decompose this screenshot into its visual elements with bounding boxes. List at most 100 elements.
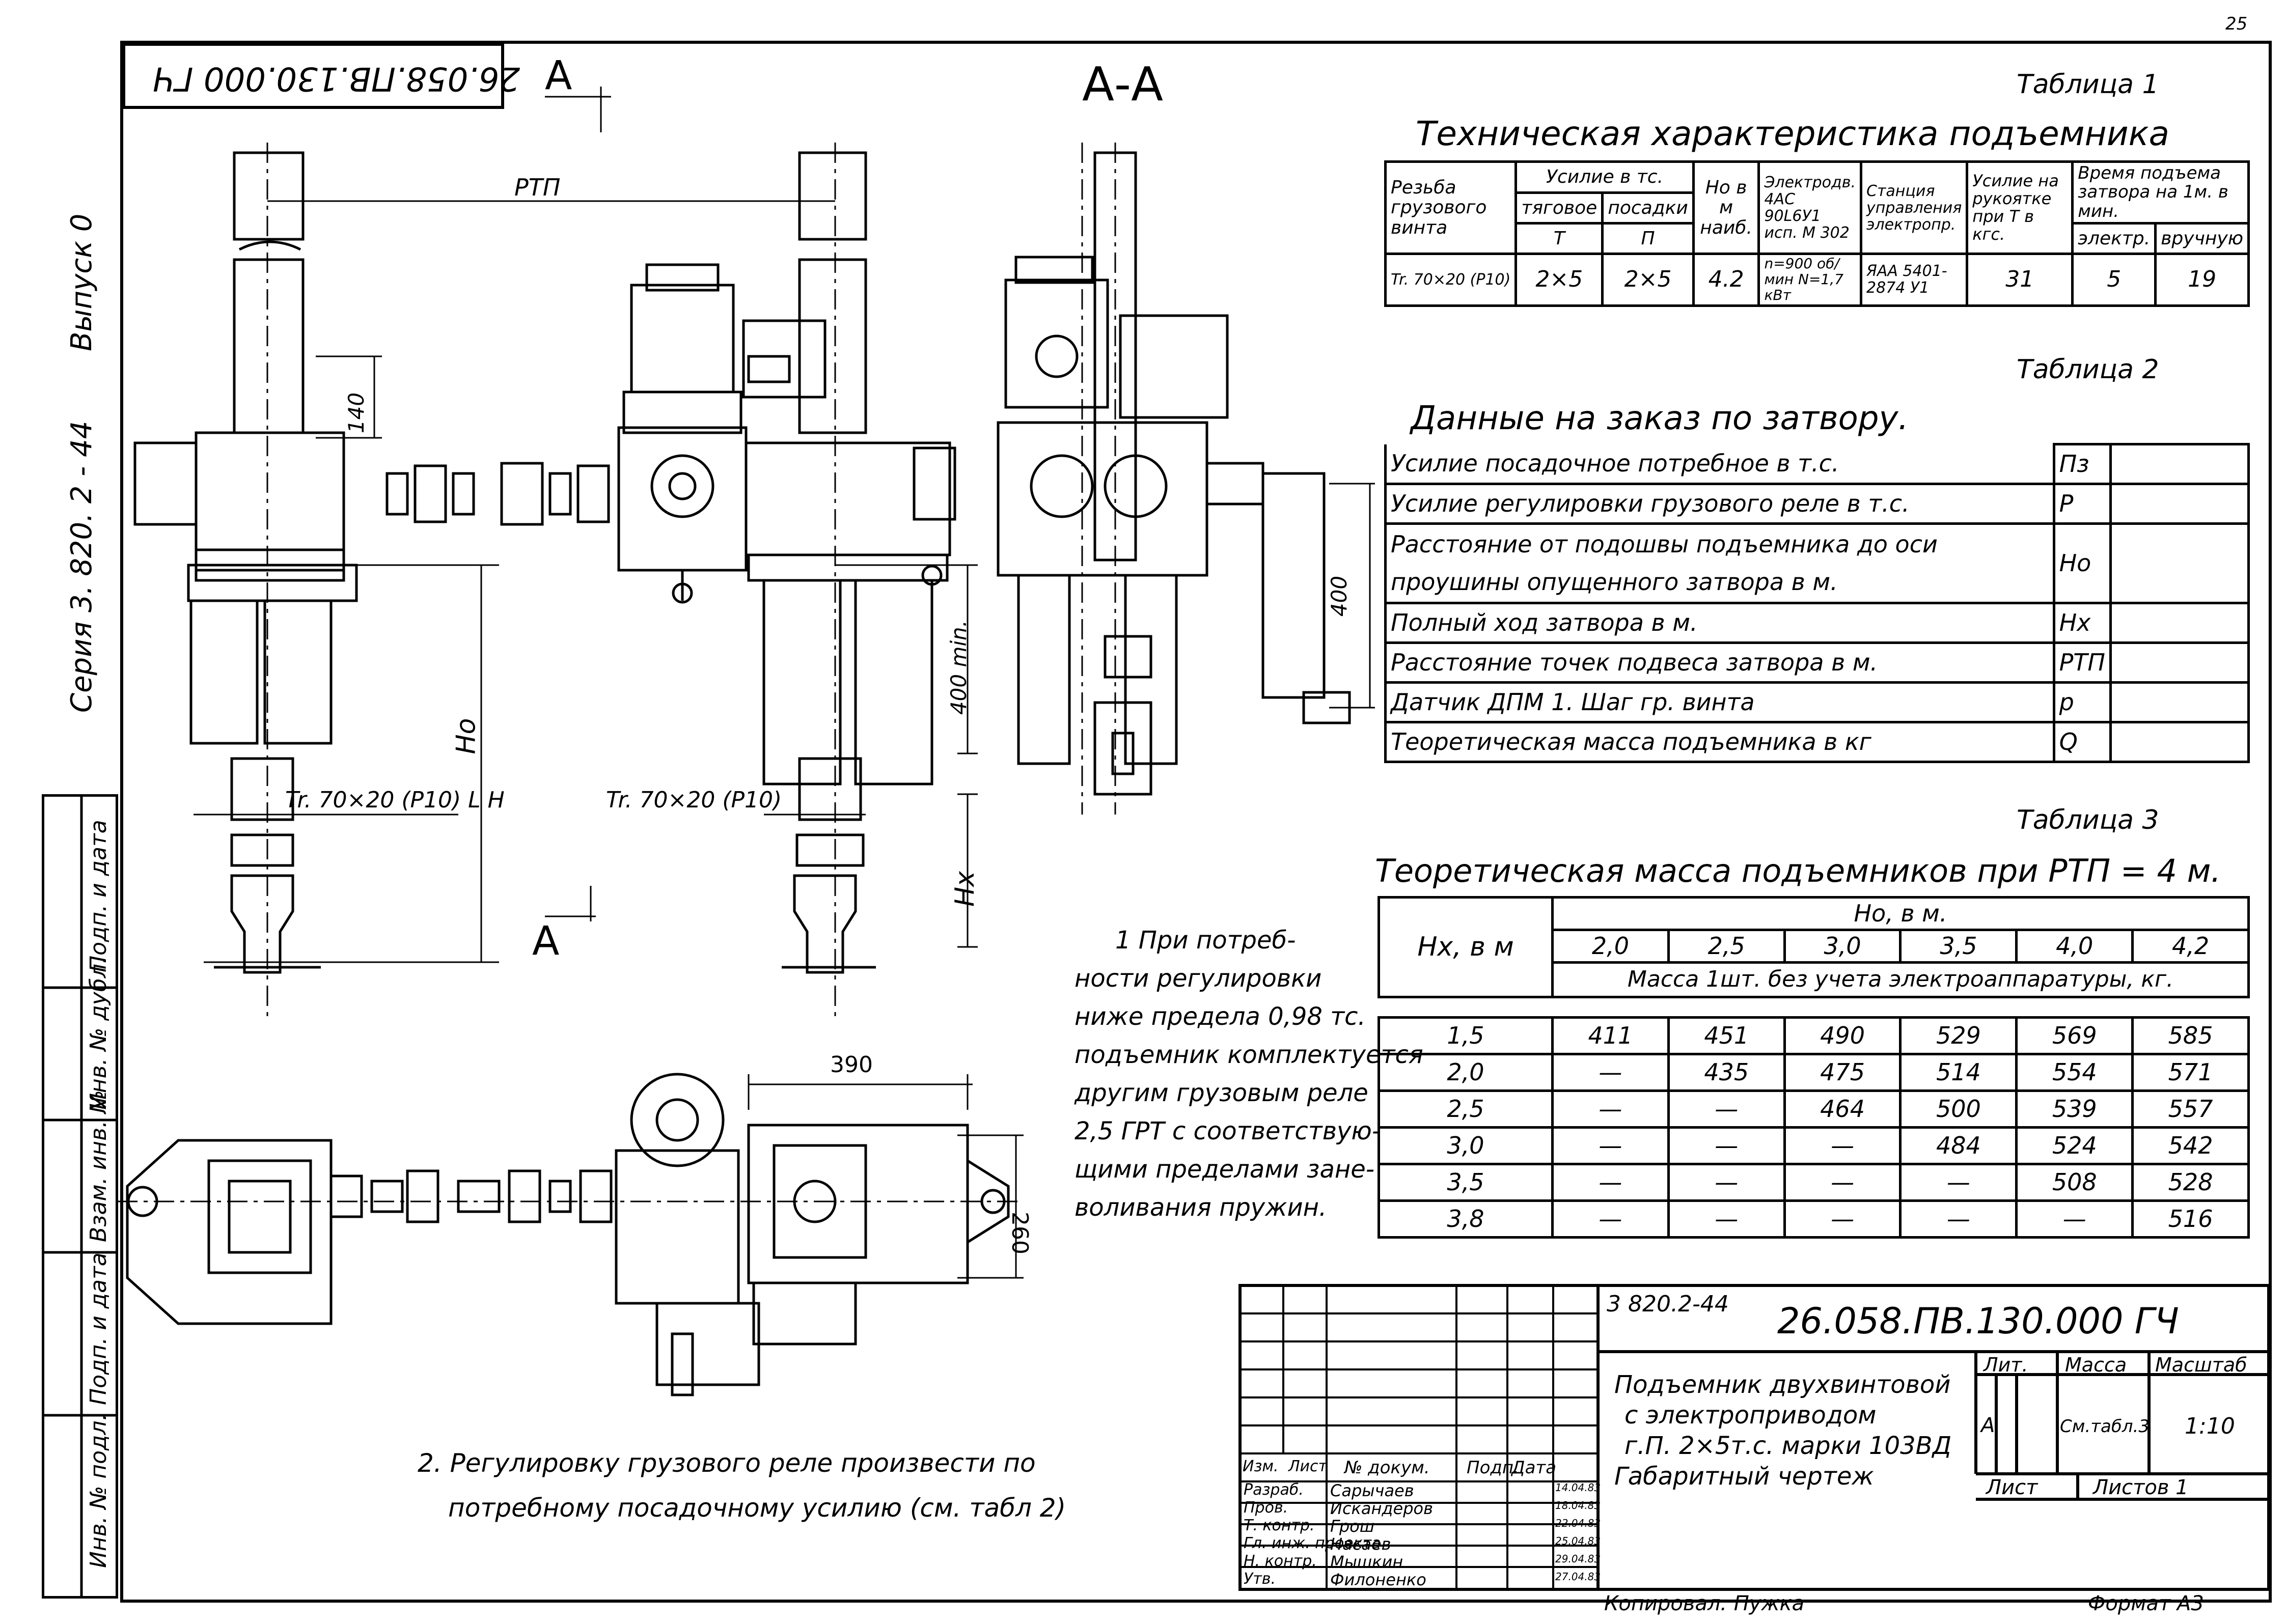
table2-title: Данные на заказ по затвору. <box>1411 400 1909 437</box>
t3-ho-col: 4,2 <box>2131 929 2250 964</box>
tb-col-list: Лист <box>1288 1458 1328 1475</box>
t2-row-value <box>2109 681 2250 724</box>
t3-mass-cell: — <box>1667 1126 1786 1165</box>
t1-time-hand: 19 <box>2154 253 2250 307</box>
t3-ho-col: 2,0 <box>1551 929 1670 964</box>
t2-row-sym: р <box>2052 681 2112 724</box>
tb-signer-name: Мышкин <box>1330 1552 1403 1572</box>
tb-signer-role: Утв. <box>1244 1570 1276 1588</box>
t3-hx-cell: 2,0 <box>1378 1053 1554 1092</box>
t3-mass-cell: — <box>1667 1163 1786 1202</box>
t1-time-el: 5 <box>2071 253 2157 307</box>
tb-signer-role: Н. контр. <box>1244 1552 1317 1570</box>
tb-signer-name: Грош <box>1330 1517 1374 1536</box>
t2-row-label: Усилие посадочное потребное в т.с. <box>1384 444 2055 485</box>
dim-390: 390 <box>830 1052 873 1078</box>
rotated-code-box <box>122 43 504 109</box>
table1: Резьба грузового винта Усилие в тс. Но в… <box>1384 160 2250 307</box>
t3-mass-cell: 411 <box>1551 1016 1670 1055</box>
tb-kopiroval: Копировал: Пужка <box>1604 1592 1805 1615</box>
note2: 2. Регулировку грузового реле произвести… <box>418 1441 1066 1530</box>
t2-row-sym: Р <box>2052 483 2112 525</box>
note1-line: ниже предела 0,98 тс. <box>1075 1002 1366 1031</box>
t3-mass-cell: 569 <box>2015 1016 2134 1055</box>
t3-mass-cell: — <box>1783 1163 1902 1202</box>
rtp-dim: РТП <box>514 174 561 201</box>
t1-h-posad: посадки <box>1601 191 1695 225</box>
tb-signer-date: 14.04.83 <box>1555 1481 1601 1494</box>
t2-row-value <box>2109 641 2250 684</box>
t1-rezba: Tr. 70×20 (P10) <box>1384 253 1518 307</box>
note1: 1 При потреб- ности регулировки ниже пре… <box>1075 921 1423 1227</box>
tb-signer-name: Филоненко <box>1330 1570 1426 1589</box>
note1-line: 2,5 ГРТ с соответствую- <box>1075 1117 1381 1145</box>
t3-mass-cell: 516 <box>2131 1199 2250 1239</box>
t3-hx-cell: 2,5 <box>1378 1089 1554 1129</box>
t3-mass-cell: — <box>1899 1199 2018 1239</box>
table3-caption: Таблица 3 <box>2017 805 2159 835</box>
t1-T: 2×5 <box>1514 253 1604 307</box>
tb-name-line: с электроприводом <box>1624 1401 1877 1430</box>
tb-signer-name: Сарычаев <box>1330 1481 1414 1500</box>
t1-h-tyag: тяговое <box>1514 191 1604 225</box>
tb-series: 3 820.2-44 <box>1607 1291 1729 1317</box>
t2-row-label: Датчик ДПМ 1. Шаг гр. винта <box>1384 681 2055 724</box>
t2-row-value <box>2109 721 2250 764</box>
t3-hx-cell: 3,5 <box>1378 1163 1554 1202</box>
t3-mass-cell: 435 <box>1667 1053 1786 1092</box>
t2-row-value <box>2109 602 2250 645</box>
page-number: 25 <box>2225 14 2248 34</box>
t1-h-rezba: Резьба грузового винта <box>1384 160 1518 256</box>
tb-signer-date: 18.04.83 <box>1555 1499 1601 1511</box>
t1-handle: 31 <box>1966 253 2074 307</box>
t3-mass-cell: — <box>1551 1199 1670 1239</box>
t1-h-ho: Но в м наиб. <box>1692 160 1760 256</box>
tb-name-line: г.П. 2×5т.с. марки 103ВД <box>1624 1432 1952 1460</box>
t3-mass-cell: 508 <box>2015 1163 2134 1202</box>
note1-line: 1 При потреб- <box>1115 926 1296 955</box>
tb-signer-date: 29.04.83 <box>1555 1553 1601 1565</box>
t3-mass-cell: 524 <box>2015 1126 2134 1165</box>
note2-line: потребному посадочному усилию (см. табл … <box>448 1493 1066 1523</box>
thread-left: Tr. 70×20 (P10) L H <box>285 787 505 813</box>
t2-row-label: Усилие регулировки грузового реле в т.с. <box>1384 483 2055 525</box>
t2-row-sym: Q <box>2052 721 2112 764</box>
t2-row-sym: Пз <box>2052 443 2112 485</box>
table3-row: 3,8—————516 <box>1378 1199 2250 1239</box>
t3-hx-cell: 3,0 <box>1378 1126 1554 1165</box>
t1-h-time: Время подъема затвора на 1м. в мин. <box>2071 160 2250 225</box>
section-a-top: А <box>545 53 572 99</box>
t3-mass-cell: — <box>1783 1126 1902 1165</box>
t1-h-handle: Усилие на рукоятке при Т в кгс. <box>1966 160 2074 256</box>
t1-h-time-el: электр. <box>2071 222 2157 256</box>
t3-mass-cell: 464 <box>1783 1089 1902 1129</box>
tb-signer-role: Разраб. <box>1244 1481 1304 1499</box>
t2-row-label: Теоретическая масса подъемника в кг <box>1384 721 2055 764</box>
tb-col-izm: Изм. <box>1243 1458 1279 1475</box>
t3-mass-cell: 490 <box>1783 1016 1902 1055</box>
t2-row-value <box>2109 443 2250 485</box>
t3-mass-cell: — <box>1667 1199 1786 1239</box>
t3-mass-cell: 484 <box>1899 1126 2018 1165</box>
t3-mass-cell: 539 <box>2015 1089 2134 1129</box>
t3-hx-cell: 3,8 <box>1378 1199 1554 1239</box>
tb-format: Формат А3 <box>2088 1592 2204 1615</box>
tb-lit: А <box>1981 1414 1995 1437</box>
t2-row-sym: Но <box>2052 522 2112 605</box>
tb-name-line: Габаритный чертеж <box>1614 1462 1874 1491</box>
tb-mass: См.табл.3 <box>2060 1416 2150 1437</box>
t1-h-usilie: Усилие в тс. <box>1514 160 1695 194</box>
drawing-frame <box>120 41 2272 1603</box>
tb-signer-date: 22.04.83 <box>1555 1517 1601 1529</box>
t3-mass-cell: 500 <box>1899 1089 2018 1129</box>
t3-mass-cell: — <box>1551 1089 1670 1129</box>
t3-ho-col: 4,0 <box>2015 929 2134 964</box>
note1-line: ности регулировки <box>1075 964 1322 993</box>
t3-mass-cell: — <box>1899 1163 2018 1202</box>
